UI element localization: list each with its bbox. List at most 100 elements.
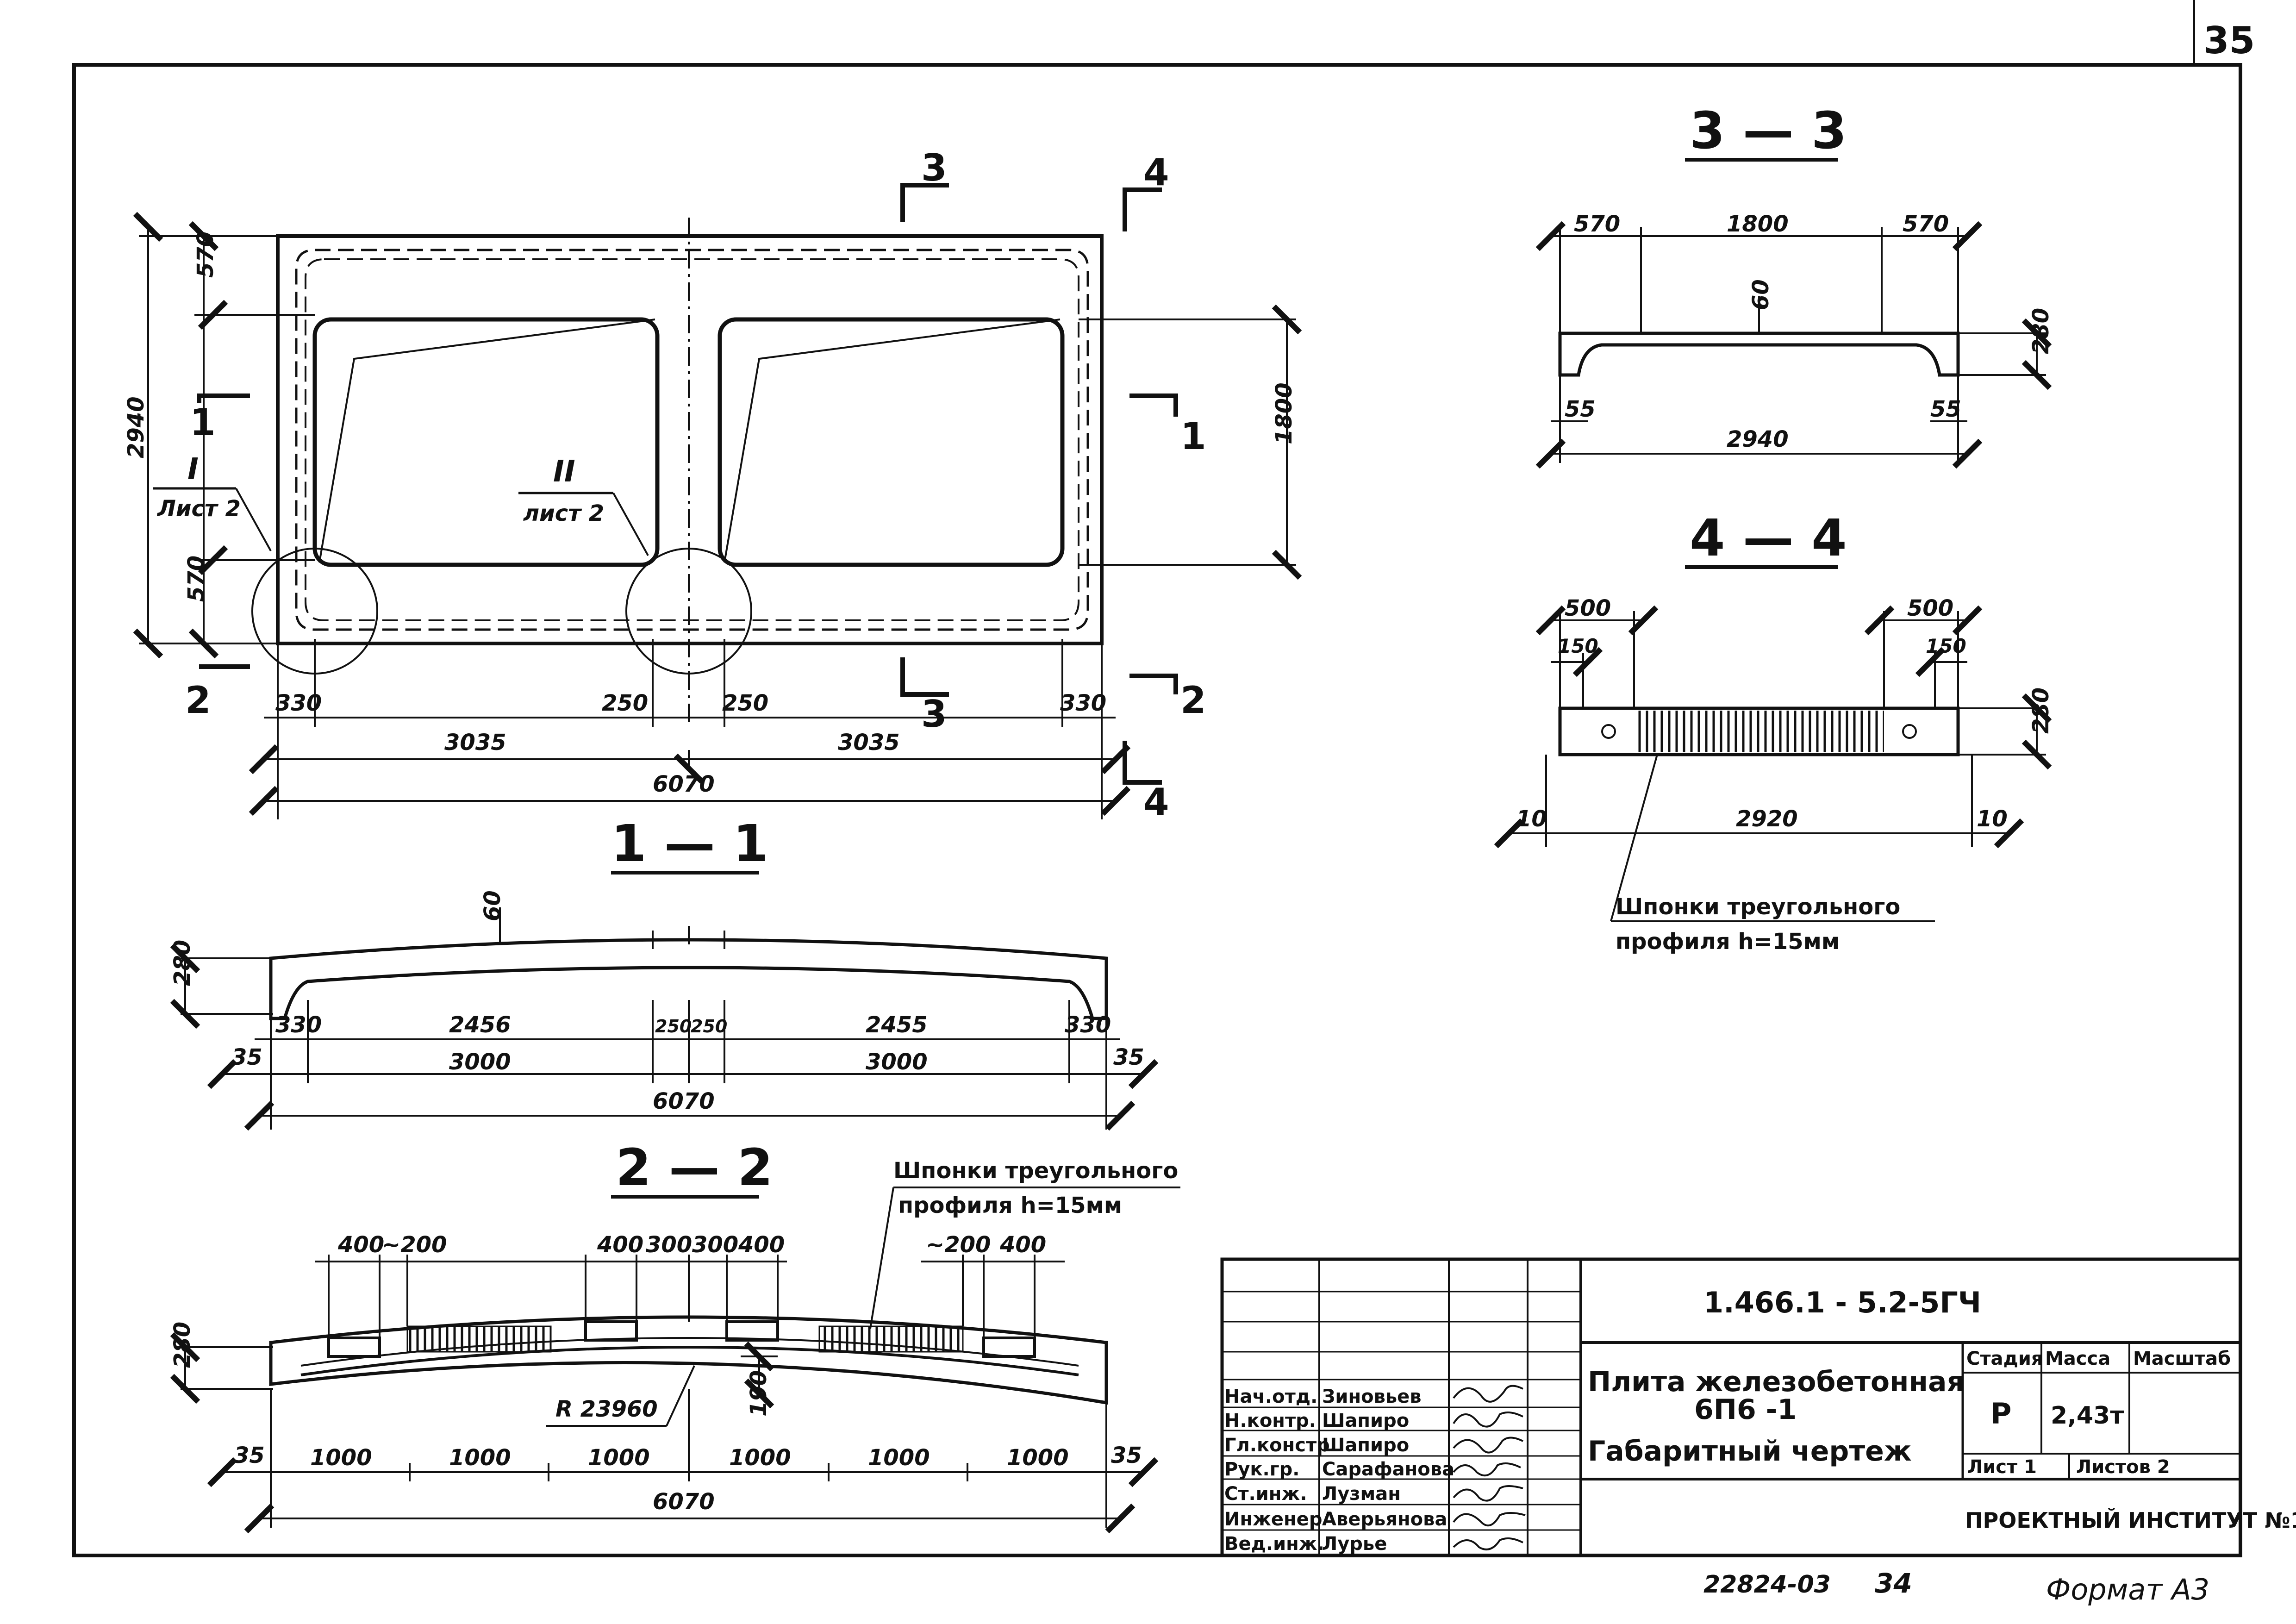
s22-seg-3: 1000 bbox=[588, 1445, 650, 1471]
s22-key-1 bbox=[327, 1337, 381, 1358]
section-1-1-title: 1 — 1 bbox=[611, 814, 768, 873]
plan-dim-bottom bbox=[249, 639, 1131, 819]
s22-dim-400-b: 400 bbox=[597, 1232, 643, 1258]
s11-dim-2455: 2455 bbox=[866, 1012, 928, 1038]
tb-signatures bbox=[1453, 1385, 1526, 1550]
s33-dim-2940: 2940 bbox=[1727, 426, 1789, 452]
sheet-number: 35 bbox=[2203, 19, 2255, 62]
plan-dim-250-right: 250 bbox=[722, 690, 768, 716]
section-mark-1-left: 1 bbox=[190, 401, 216, 444]
tb-role-1: Нач.отд. bbox=[1224, 1386, 1317, 1407]
tb-role-2: Н.контр. bbox=[1224, 1410, 1316, 1431]
callout-2-sheet: лист 2 bbox=[523, 500, 604, 526]
s44-dim-500-l: 500 bbox=[1565, 595, 1611, 621]
plan-dim-6070: 6070 bbox=[653, 771, 715, 797]
tb-scale-label: Масштаб bbox=[2133, 1348, 2231, 1369]
section-marks bbox=[197, 183, 1178, 785]
tb-role-5: Ст.инж. bbox=[1224, 1483, 1307, 1505]
s22-shear-keys-left bbox=[406, 1325, 552, 1353]
tb-sheets: Листов 2 bbox=[2076, 1456, 2170, 1478]
s22-seg-2: 1000 bbox=[449, 1445, 511, 1471]
section-mark-2-left: 2 bbox=[185, 679, 211, 722]
s22-dim-300-b: 300 bbox=[692, 1232, 738, 1258]
s44-dim-500-r: 500 bbox=[1907, 595, 1953, 621]
slope-line-right bbox=[724, 319, 1061, 563]
sheet-frame bbox=[72, 0, 2242, 1557]
s11-dim-280: 280 bbox=[169, 940, 195, 986]
s11-dim-2456: 2456 bbox=[449, 1012, 511, 1038]
plan-dim-570-bottom: 570 bbox=[183, 556, 209, 602]
plan-dim-1800: 1800 bbox=[1271, 382, 1297, 444]
s33-dim-60: 60 bbox=[1748, 279, 1774, 310]
s22-dim-200-b: ~200 bbox=[926, 1232, 991, 1258]
s22-dim-35-r: 35 bbox=[1111, 1443, 1142, 1468]
section-4-4: 4 — 4 500 500 150 150 bbox=[1494, 508, 2054, 955]
s44-dim-2920: 2920 bbox=[1736, 806, 1798, 832]
s33-dim-55-l: 55 bbox=[1565, 396, 1596, 422]
s33-dim-280: 280 bbox=[2028, 308, 2054, 354]
s44-dim-150-l: 150 bbox=[1558, 635, 1598, 657]
s22-dim-400-c: 400 bbox=[738, 1232, 785, 1258]
callout-2-leader bbox=[612, 493, 649, 556]
s22-key-3 bbox=[725, 1320, 779, 1342]
s22-key-4 bbox=[982, 1337, 1036, 1358]
s44-shear-keys bbox=[1634, 711, 1884, 752]
s44-note-line2: профиля h=15мм bbox=[1616, 929, 1840, 955]
s22-seg-1: 1000 bbox=[310, 1445, 372, 1471]
tb-title-line1: Плита железобетонная bbox=[1588, 1366, 1965, 1398]
callout-1-number: I bbox=[187, 452, 199, 487]
tb-name-1: Зиновьев bbox=[1322, 1386, 1422, 1407]
section-3-3: 3 — 3 570 1800 570 60 280 55 55 2940 bbox=[1535, 101, 2054, 469]
section-mark-4-bottom: 4 bbox=[1143, 781, 1169, 824]
s44-lift-hole-right bbox=[1902, 724, 1917, 739]
opening-left bbox=[312, 317, 660, 567]
footer-inv: 22824-03 bbox=[1703, 1571, 1831, 1599]
tb-title-line3: Габаритный чертеж bbox=[1588, 1435, 1912, 1468]
s22-seg-6: 1000 bbox=[1007, 1445, 1069, 1471]
tb-roles: Нач.отд. Зиновьев Н.контр. Шапиро Гл.кон… bbox=[1224, 1386, 1454, 1555]
slope-line-left bbox=[318, 319, 655, 563]
callout-circle-2 bbox=[625, 548, 752, 675]
s44-lift-hole-left bbox=[1601, 724, 1616, 739]
s33-dim-55-r: 55 bbox=[1930, 396, 1961, 422]
s33-dim-570-l: 570 bbox=[1574, 211, 1620, 237]
plan-dim-330-left: 330 bbox=[275, 690, 322, 716]
s11-dim-330-r: 330 bbox=[1065, 1012, 1111, 1038]
tb-code: 1.466.1 - 5.2-5ГЧ bbox=[1703, 1286, 1981, 1319]
s22-note-line2: профиля h=15мм bbox=[898, 1193, 1122, 1218]
s22-dim-280: 280 bbox=[169, 1322, 195, 1368]
opening-right bbox=[718, 317, 1065, 567]
s11-dim-3000-l: 3000 bbox=[449, 1049, 511, 1075]
s11-dim-250-l: 250 bbox=[655, 1016, 692, 1037]
section-mark-4-top: 4 bbox=[1143, 151, 1169, 194]
section-3-3-title: 3 — 3 bbox=[1690, 101, 1847, 160]
tb-title-line2: 6П6 -1 bbox=[1694, 1393, 1797, 1426]
tb-mass-label: Масса bbox=[2045, 1348, 2110, 1369]
s22-dim-190: 190 bbox=[746, 1370, 772, 1417]
s11-dim-35-l: 35 bbox=[231, 1044, 262, 1070]
plan-dim-3035-left: 3035 bbox=[444, 730, 506, 756]
s22-dim-6070: 6070 bbox=[653, 1489, 715, 1515]
tb-org: ПРОЕКТНЫЙ ИНСТИТУТ №1 bbox=[1965, 1508, 2296, 1533]
s22-dim-400-d: 400 bbox=[999, 1232, 1046, 1258]
s11-dim-250-r: 250 bbox=[691, 1016, 727, 1037]
s44-note-line1: Шпонки треугольного bbox=[1616, 894, 1900, 920]
tb-mass: 2,43т bbox=[2051, 1402, 2124, 1430]
section-mark-2-right: 2 bbox=[1180, 679, 1206, 722]
section-3-3-profile bbox=[1558, 331, 1960, 377]
tb-sheet: Лист 1 bbox=[1967, 1456, 2037, 1478]
plan-dim-2940: 2940 bbox=[123, 396, 149, 458]
tb-name-5: Лузман bbox=[1322, 1483, 1401, 1505]
tb-name-7: Лурье bbox=[1322, 1533, 1387, 1555]
s33-dim-570-r: 570 bbox=[1903, 211, 1949, 237]
slab-dashed-contour-inner bbox=[305, 258, 1079, 621]
s22-dim-200-a: ~200 bbox=[382, 1232, 447, 1258]
plan-dim-left bbox=[133, 212, 315, 659]
s22-note-line1: Шпонки треугольного bbox=[893, 1158, 1178, 1184]
s11-dim-6070: 6070 bbox=[653, 1088, 715, 1114]
section-mark-3-top: 3 bbox=[921, 146, 947, 189]
s22-dim-35-l: 35 bbox=[234, 1443, 265, 1468]
s44-dim-10-r: 10 bbox=[1977, 806, 2008, 832]
tb-role-3: Гл.констр. bbox=[1224, 1435, 1337, 1456]
